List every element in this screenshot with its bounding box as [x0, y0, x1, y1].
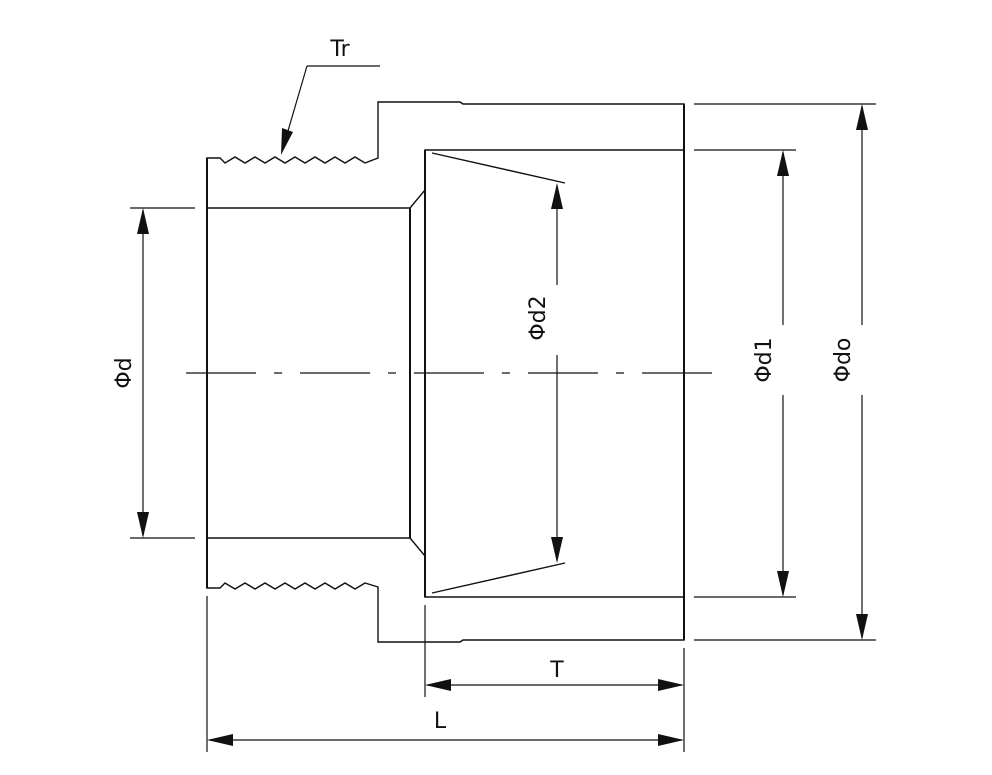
dimension-total-length: L	[207, 709, 684, 746]
arrow-head	[551, 537, 563, 563]
upper-wall-section	[206, 101, 685, 209]
dimension-socket-diameter: Φd1	[752, 150, 799, 597]
label-inner-diameter: Φd	[112, 357, 137, 388]
arrow-head	[551, 183, 563, 209]
lower-taper-line	[431, 562, 566, 594]
arrow-head	[425, 679, 451, 691]
arrow-head	[137, 512, 149, 538]
arrow-head	[658, 679, 684, 691]
thread-leader: Tr	[281, 37, 380, 155]
dimension-inner-diameter: Φd	[112, 208, 149, 538]
extension-lines	[130, 103, 876, 752]
arrow-head	[856, 104, 868, 130]
dimension-socket-entry-diameter: Φd2	[526, 183, 573, 563]
label-socket-depth: T	[549, 658, 564, 683]
label-total-length: L	[434, 709, 447, 734]
label-thread: Tr	[329, 37, 350, 62]
dimension-outer-diameter: Φdo	[831, 104, 878, 640]
label-outer-diameter: Φdo	[831, 338, 856, 383]
arrow-head	[777, 150, 789, 176]
arrow-head	[137, 208, 149, 234]
upper-wall-hatch	[206, 101, 685, 209]
dimension-socket-depth: T	[425, 658, 684, 691]
bore-outline	[206, 104, 685, 640]
arrow-head	[207, 734, 233, 746]
arrow-head	[856, 614, 868, 640]
upper-taper-line	[431, 152, 566, 184]
arrow-head	[777, 571, 789, 597]
label-socket-entry-diameter: Φd2	[526, 295, 551, 340]
arrow-head	[658, 734, 684, 746]
arrow-head	[281, 128, 293, 155]
label-socket-diameter: Φd1	[752, 337, 777, 382]
